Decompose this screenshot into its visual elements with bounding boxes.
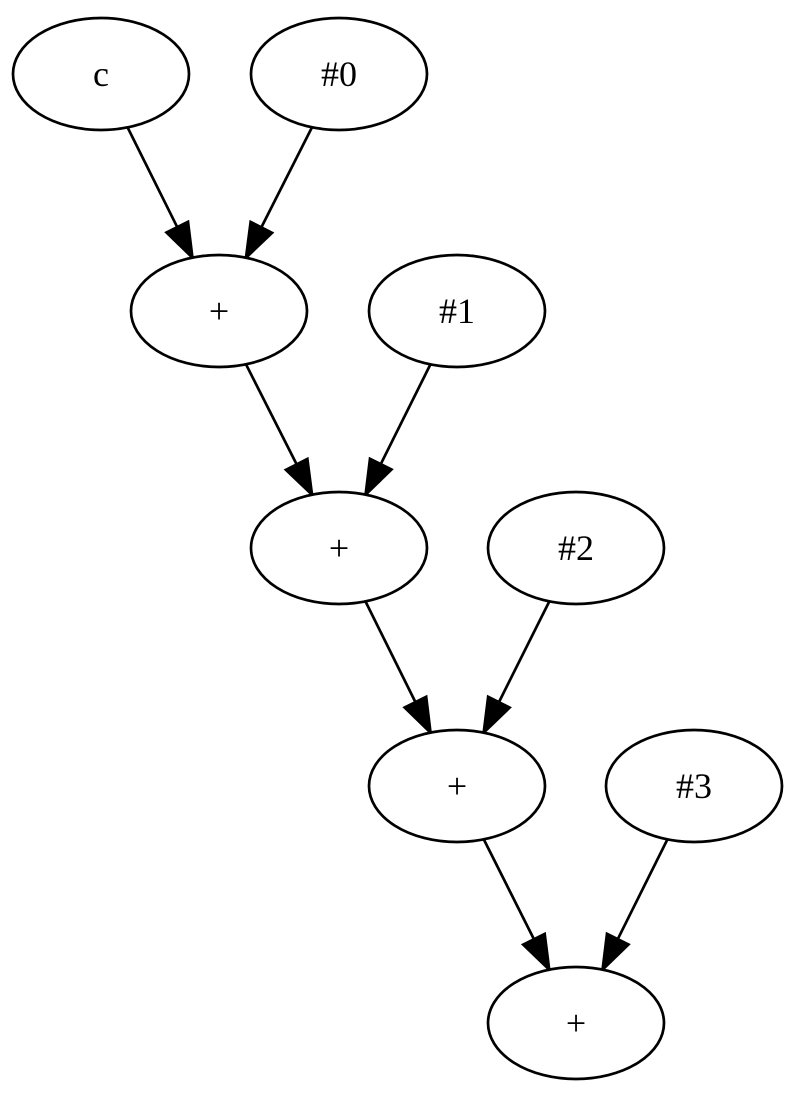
edge-line [616, 838, 669, 940]
edge-c-to-p1 [126, 126, 195, 262]
node-ellipse [249, 490, 429, 606]
edge-p2-to-p3 [364, 600, 433, 737]
arrowhead [402, 694, 433, 737]
arrowhead [520, 931, 552, 974]
node-p2: + [249, 490, 429, 606]
edge-k1-to-p2 [363, 363, 432, 499]
node-k1: #1 [367, 253, 547, 369]
node-label: #3 [676, 766, 712, 806]
node-k0: #0 [249, 16, 429, 132]
edge-k0-to-p1 [244, 126, 314, 262]
edge-line [260, 126, 314, 228]
node-ellipse [129, 253, 309, 369]
node-ellipse [604, 728, 784, 844]
arrowhead [283, 456, 314, 499]
node-label: + [329, 528, 349, 568]
node-c: c [11, 16, 191, 132]
node-ellipse [367, 253, 547, 369]
edge-line [482, 838, 536, 940]
node-label: + [447, 766, 467, 806]
edges-layer [126, 126, 669, 974]
edge-line [364, 600, 417, 703]
arrowhead [164, 219, 195, 262]
node-ellipse [11, 16, 191, 132]
edge-p3-to-p4 [482, 838, 552, 974]
edge-line [497, 600, 551, 703]
node-p1: + [129, 253, 309, 369]
node-p3: + [367, 728, 547, 844]
node-label: c [93, 54, 109, 94]
arrowhead [481, 694, 512, 737]
node-k3: #3 [604, 728, 784, 844]
node-label: #2 [558, 528, 594, 568]
edge-line [244, 363, 298, 465]
arrowhead [363, 456, 394, 499]
node-label: + [209, 291, 229, 331]
node-ellipse [367, 728, 547, 844]
node-ellipse [486, 490, 666, 606]
edge-line [126, 126, 179, 228]
node-label: + [566, 1003, 586, 1043]
node-ellipse [249, 16, 429, 132]
node-p4: + [486, 965, 666, 1081]
node-ellipse [486, 965, 666, 1081]
edge-line [379, 363, 432, 465]
arrowhead [244, 219, 275, 262]
node-label: #1 [439, 291, 475, 331]
edge-k3-to-p4 [600, 838, 669, 974]
edge-p1-to-p2 [244, 363, 314, 499]
arrowhead [600, 931, 631, 974]
nodes-layer: c #0 + #1 + #2 + #3 + [11, 16, 784, 1081]
node-label: #0 [321, 54, 357, 94]
edge-k2-to-p3 [481, 600, 551, 737]
node-k2: #2 [486, 490, 666, 606]
